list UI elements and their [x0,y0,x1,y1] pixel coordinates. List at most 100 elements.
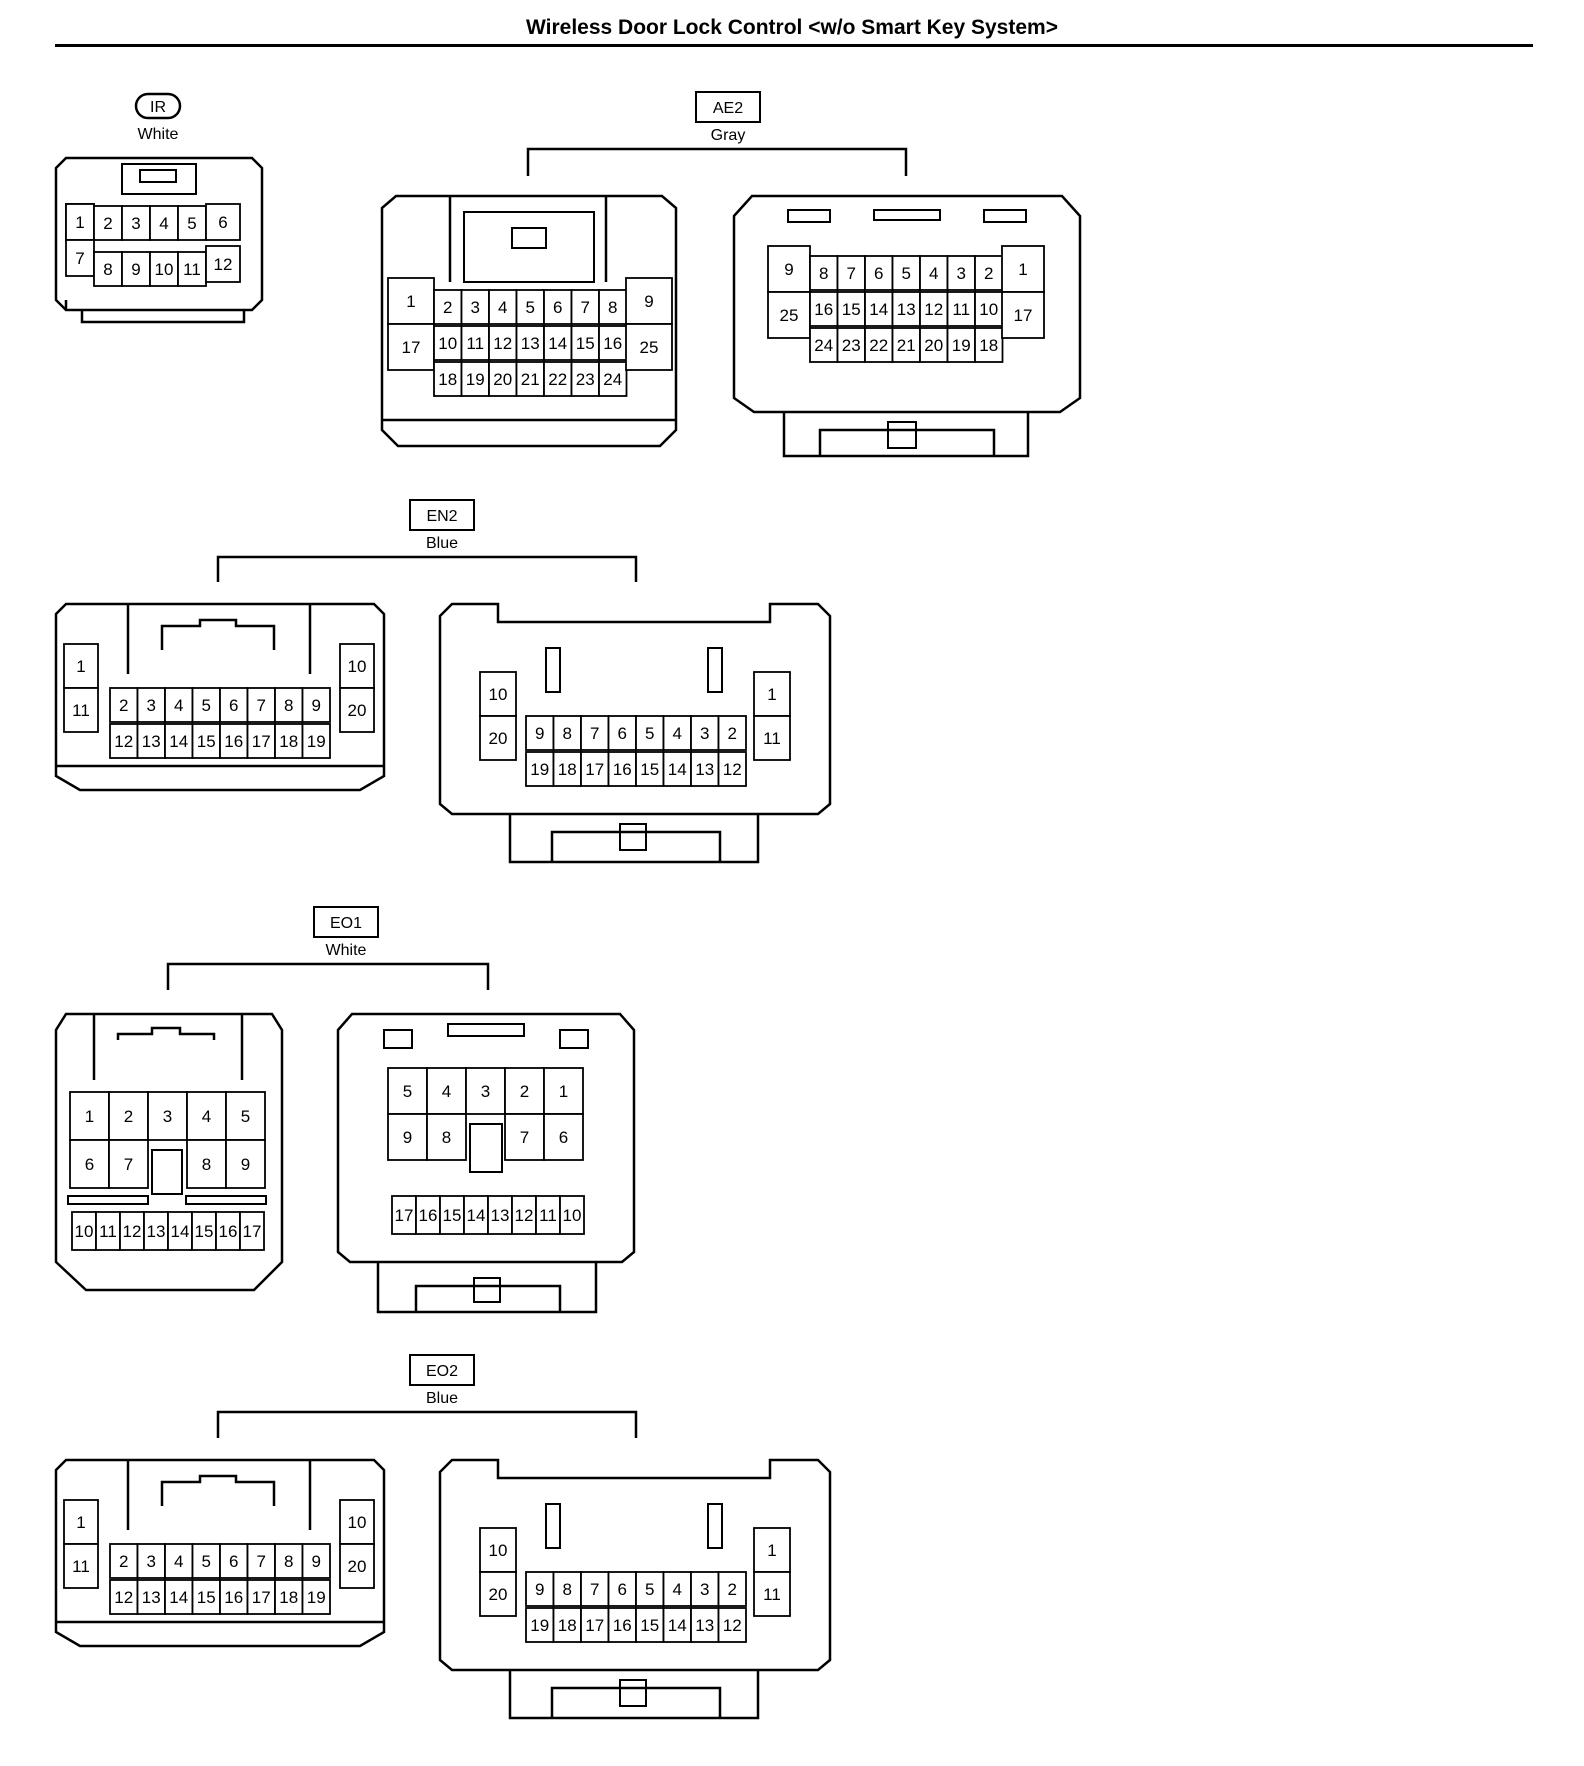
pin-number: 12 [114,732,133,751]
connector-en2-right-rib [707,647,723,693]
pin-cell [717,1607,747,1643]
pin-number: 9 [535,724,544,743]
pin-number: 16 [814,300,833,319]
pin-cell [460,361,490,397]
pin-number: 4 [673,724,682,743]
pin-number: 13 [897,300,916,319]
pin-cell [690,751,720,787]
pin-number: 18 [438,370,457,389]
pin-number: 8 [819,264,828,283]
pin-cell [191,1211,217,1251]
connector-eo2-right-rib [545,1503,561,1549]
pin-number: 4 [673,1580,682,1599]
pin-cell [109,687,139,723]
pin-number: 18 [558,760,577,779]
pin-number: 7 [257,1552,266,1571]
pin-cell [543,289,573,325]
pin-cell [753,715,791,761]
pin-number: 9 [784,260,793,279]
connector-code: EO1 [330,915,362,932]
pin-cell [121,205,151,241]
pin-cell [635,715,665,751]
pin-number: 9 [131,260,140,279]
pin-number: 5 [241,1107,250,1126]
pin-number: 12 [924,300,943,319]
pin-cell [515,325,545,361]
pin-number: 14 [548,334,567,353]
pin-cell [946,255,976,291]
connector-pair-bracket [216,555,638,582]
pin-cell [463,1195,489,1235]
pin-number: 17 [585,1616,604,1635]
pin-cell [580,715,610,751]
pin-cell [598,361,628,397]
connector-eo1-left-latch-walls [92,1014,244,1080]
pin-number: 2 [728,724,737,743]
pin-number: 8 [563,1580,572,1599]
pin-cell [219,687,249,723]
pin-cell [717,1571,747,1607]
pin-number: 25 [640,338,659,357]
connector-ae2-left-latch [463,211,595,283]
pin-cell [439,1195,465,1235]
pin-cell [186,1139,227,1189]
pin-number: 12 [123,1222,142,1241]
connector-eo2-right-rib [707,1503,723,1549]
pin-number: 3 [471,298,480,317]
connector-en2-left-latch [160,618,276,650]
connector-en2-left-outline [54,602,386,792]
pin-cell [598,325,628,361]
pin-cell [246,1579,276,1615]
connector-eo2-left-outline [54,1458,386,1648]
pin-number: 12 [493,334,512,353]
pin-number: 17 [395,1206,414,1225]
pin-cell [274,1579,304,1615]
pin-cell [479,671,517,717]
pin-number: 20 [489,729,508,748]
pin-number: 14 [171,1222,190,1241]
connector-ae2-right-rib [787,209,831,223]
pin-cell [580,1607,610,1643]
pin-cell [836,291,866,327]
pin-number: 3 [700,1580,709,1599]
pin-cell [515,289,545,325]
pin-cell [63,687,99,733]
pin-cell [215,1211,241,1251]
pin-cell [219,1543,249,1579]
pin-number: 13 [142,1588,161,1607]
pin-number: 8 [608,298,617,317]
pin-cell [219,1579,249,1615]
pin-cell [753,1527,791,1573]
pin-number: 20 [924,336,943,355]
pin-number: 24 [814,336,833,355]
pin-cell [225,1139,266,1189]
pin-number: 13 [521,334,540,353]
pin-cell [891,255,921,291]
pin-cell [177,251,207,287]
pin-cell [543,1113,584,1161]
pin-cell [753,1571,791,1617]
pin-cell [479,1571,517,1617]
pin-number: 1 [767,685,776,704]
pin-cell [177,205,207,241]
pin-number: 4 [159,214,168,233]
connector-eo1-left-key [151,1149,183,1195]
pin-cell [580,751,610,787]
pin-number: 12 [214,255,233,274]
pin-number: 13 [142,732,161,751]
connector-eo1-right-clip [559,1029,589,1049]
pin-number: 2 [443,298,452,317]
pin-cell [109,1579,139,1615]
pin-number: 6 [874,264,883,283]
connector-code-frame [409,1354,475,1386]
pin-cell [753,671,791,717]
pin-number: 4 [929,264,938,283]
pin-number: 7 [75,249,84,268]
connector-code-frame [134,92,182,120]
pin-number: 5 [645,1580,654,1599]
pin-number: 17 [252,732,271,751]
pin-cell [1001,291,1045,339]
pin-number: 25 [780,306,799,325]
